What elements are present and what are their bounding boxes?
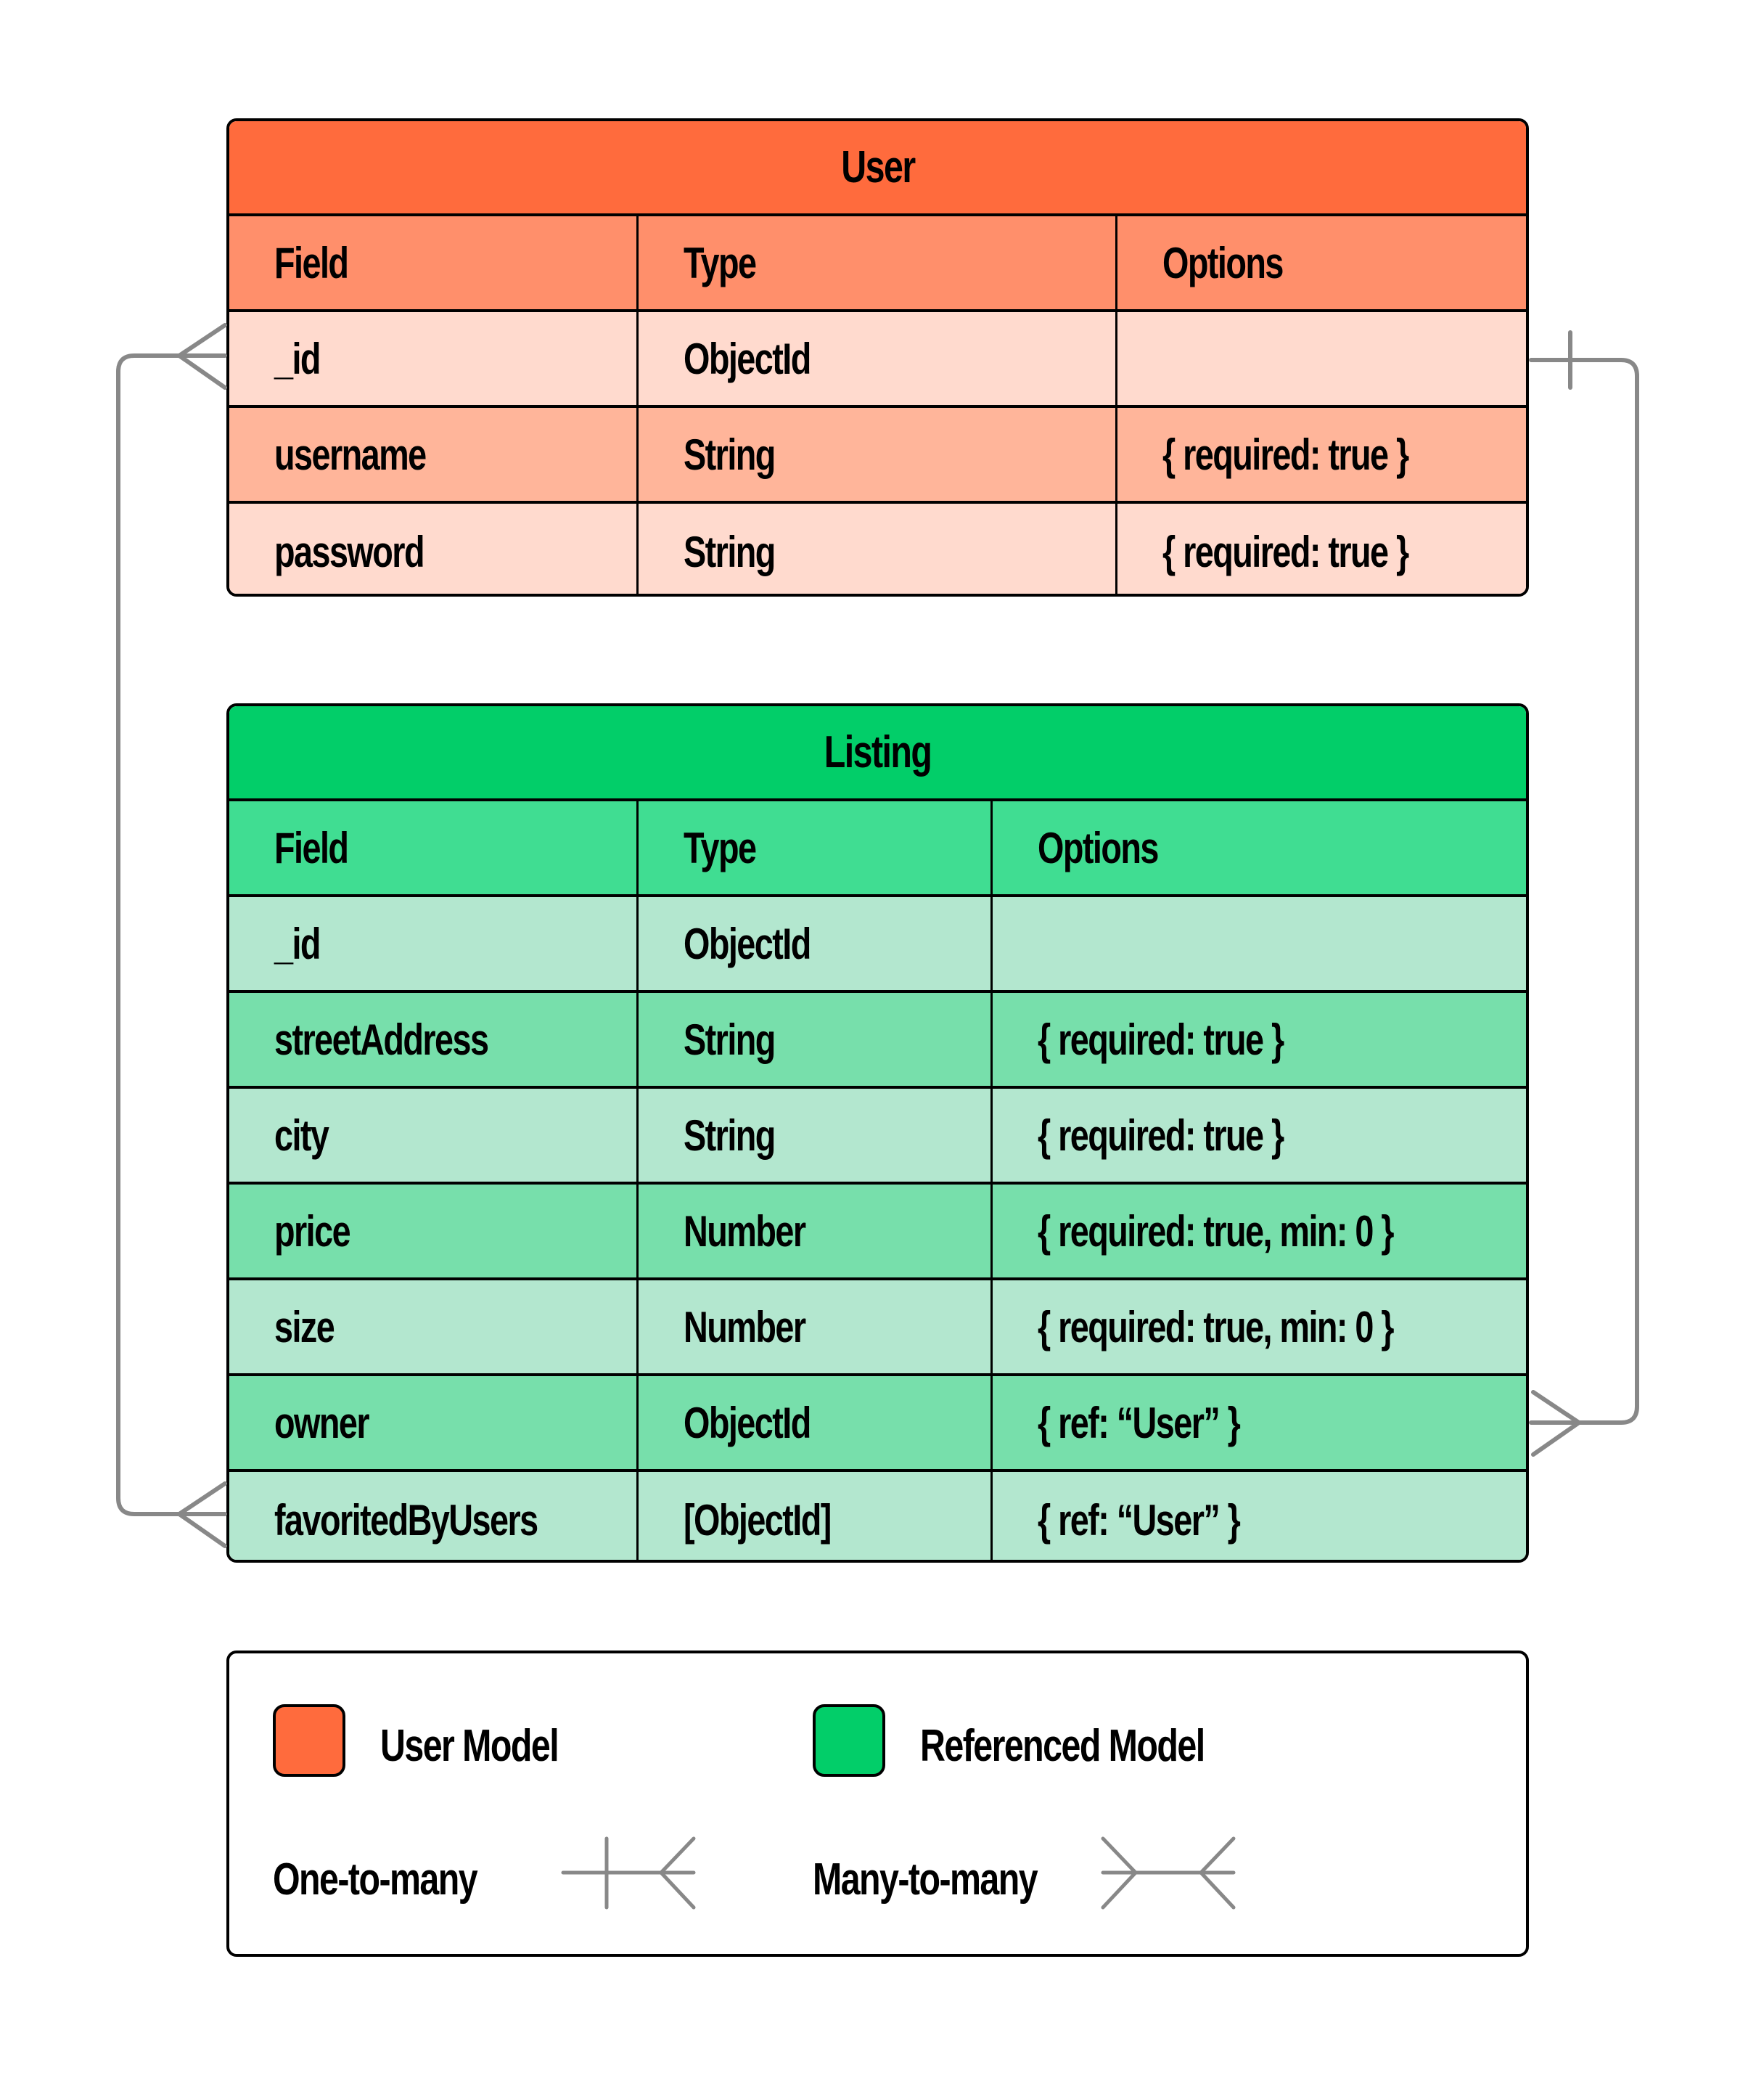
field-cell: username <box>229 408 639 501</box>
legend-user-model: User Model <box>380 1721 559 1771</box>
one-to-many-connector <box>1529 330 1639 1457</box>
user-table: User Field Type Options _id ObjectId use… <box>226 118 1529 597</box>
options-cell <box>993 897 1526 990</box>
type-cell: Number <box>639 1185 993 1277</box>
listing-table-title: Listing <box>229 706 1526 801</box>
one-to-many-icon <box>561 1836 696 1910</box>
column-header-type: Type <box>639 216 1117 309</box>
type-cell: Number <box>639 1280 993 1373</box>
listing-table-header: Field Type Options <box>229 801 1526 897</box>
user-title-text: User <box>840 142 916 192</box>
table-row: favoritedByUsers [ObjectId] { ref: “User… <box>229 1472 1526 1560</box>
field-cell: _id <box>229 897 639 990</box>
type-cell: String <box>639 504 1117 594</box>
type-cell: String <box>639 408 1117 501</box>
options-cell: { required: true, min: 0 } <box>1038 1302 1395 1351</box>
table-row: _id ObjectId <box>229 312 1526 408</box>
referenced-model-swatch <box>813 1704 885 1777</box>
column-header-options: Options <box>1162 238 1284 287</box>
options-cell: { ref: “User” } <box>1038 1398 1241 1447</box>
type-cell: ObjectId <box>639 1376 993 1469</box>
legend-referenced-model: Referenced Model <box>920 1721 1205 1771</box>
options-cell: { required: true } <box>1038 1111 1284 1160</box>
options-cell <box>1117 312 1526 405</box>
many-to-many-icon <box>1101 1836 1236 1910</box>
column-header-field: Field <box>229 801 639 894</box>
many-to-many-connector <box>116 323 227 1548</box>
options-cell: { required: true } <box>1162 430 1409 479</box>
field-cell: size <box>229 1280 639 1373</box>
table-row: owner ObjectId { ref: “User” } <box>229 1376 1526 1472</box>
listing-table: Listing Field Type Options _id ObjectId … <box>226 703 1529 1563</box>
type-cell: ObjectId <box>639 312 1117 405</box>
table-row: _id ObjectId <box>229 897 1526 993</box>
table-row: password String { required: true } <box>229 504 1526 594</box>
column-header-options: Options <box>1038 823 1159 872</box>
user-model-swatch <box>273 1704 345 1777</box>
user-table-header: Field Type Options <box>229 216 1526 312</box>
column-header-field: Field <box>229 216 639 309</box>
listing-title-text: Listing <box>824 727 932 777</box>
options-cell: { required: true, min: 0 } <box>1038 1206 1395 1256</box>
field-cell: price <box>229 1185 639 1277</box>
type-cell: [ObjectId] <box>639 1472 993 1560</box>
field-cell: _id <box>229 312 639 405</box>
options-cell: { required: true } <box>1038 1015 1284 1064</box>
legend: User Model Referenced Model One-to-many … <box>226 1651 1529 1957</box>
legend-many-to-many: Many-to-many <box>813 1854 1038 1905</box>
table-row: username String { required: true } <box>229 408 1526 504</box>
type-cell: ObjectId <box>639 897 993 990</box>
table-row: streetAddress String { required: true } <box>229 993 1526 1089</box>
table-row: size Number { required: true, min: 0 } <box>229 1280 1526 1376</box>
field-cell: owner <box>229 1376 639 1469</box>
legend-one-to-many: One-to-many <box>273 1854 478 1905</box>
options-cell: { required: true } <box>1162 527 1409 576</box>
table-row: city String { required: true } <box>229 1089 1526 1185</box>
user-table-title: User <box>229 121 1526 216</box>
table-row: price Number { required: true, min: 0 } <box>229 1185 1526 1280</box>
column-header-type: Type <box>639 801 993 894</box>
field-cell: city <box>229 1089 639 1182</box>
field-cell: streetAddress <box>229 993 639 1086</box>
legend-symbols <box>561 1836 1236 1910</box>
field-cell: password <box>229 504 639 594</box>
field-cell: favoritedByUsers <box>229 1472 639 1560</box>
options-cell: { ref: “User” } <box>1038 1495 1241 1545</box>
type-cell: String <box>639 1089 993 1182</box>
type-cell: String <box>639 993 993 1086</box>
